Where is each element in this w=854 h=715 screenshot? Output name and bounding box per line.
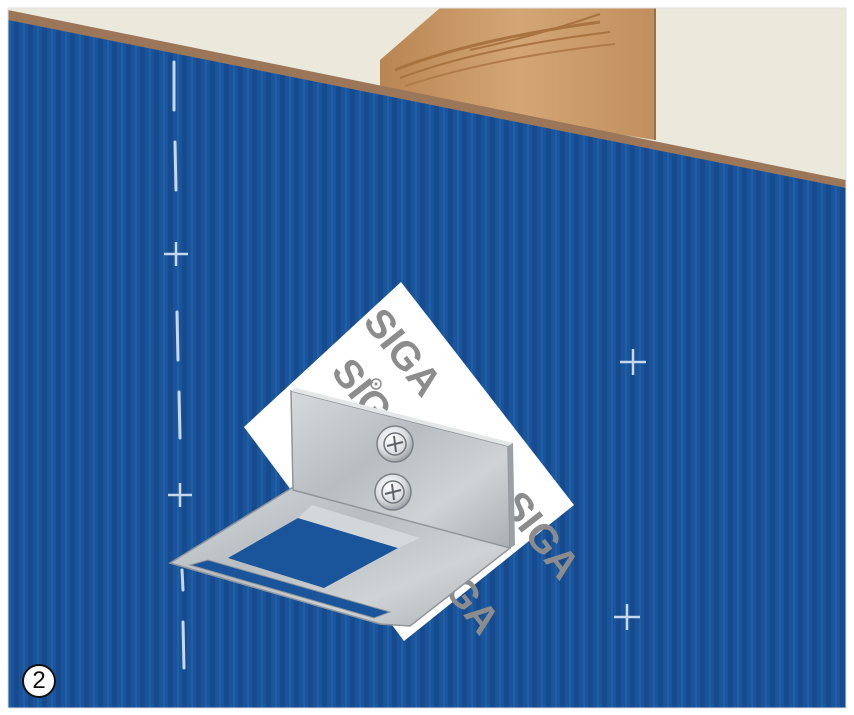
step-number-badge: 2 [22,664,56,698]
screw-icon [375,474,411,510]
screw-icon [377,426,413,462]
